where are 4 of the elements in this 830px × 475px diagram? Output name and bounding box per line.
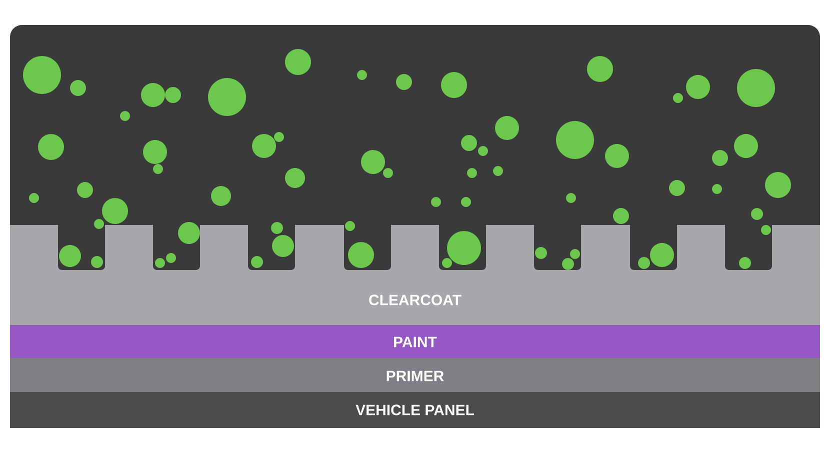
layer-band: VEHICLE PANEL <box>10 392 820 428</box>
layer-band: PRIMER <box>10 358 820 392</box>
layer-band: CLEARCOAT <box>10 225 820 325</box>
layer-band: PAINT <box>10 325 820 358</box>
